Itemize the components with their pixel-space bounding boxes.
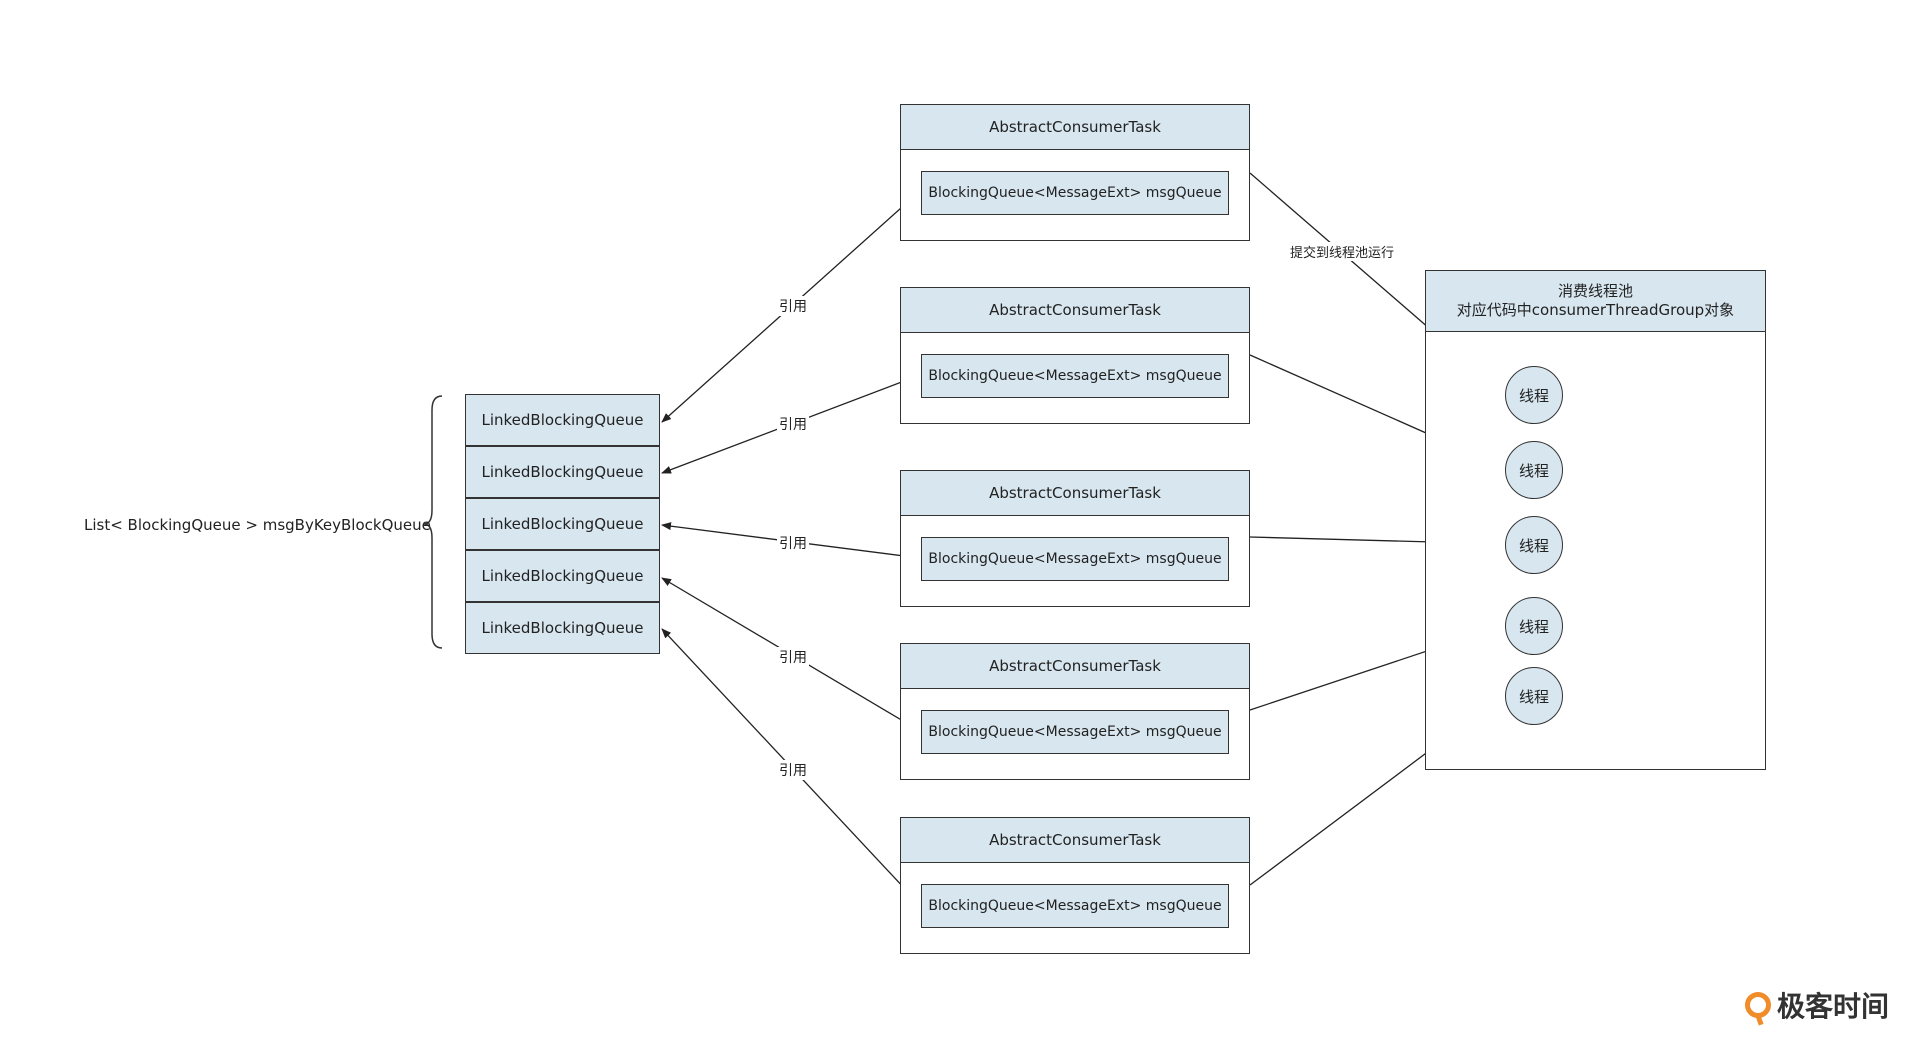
task-queue-field: BlockingQueue<MessageExt> msgQueue bbox=[921, 710, 1229, 754]
task-title: AbstractConsumerTask bbox=[901, 105, 1249, 150]
logo-text: 极客时间 bbox=[1777, 990, 1890, 1023]
list-brace bbox=[423, 395, 443, 649]
queue-cell: LinkedBlockingQueue bbox=[465, 550, 660, 602]
task-title: AbstractConsumerTask bbox=[901, 644, 1249, 689]
consumer-task-box: AbstractConsumerTask BlockingQueue<Messa… bbox=[900, 817, 1250, 954]
list-label: List< BlockingQueue > msgByKeyBlockQueue bbox=[84, 516, 431, 534]
logo-icon bbox=[1745, 992, 1771, 1018]
thread-pool-title: 消费线程池 bbox=[1557, 282, 1633, 300]
queue-cell: LinkedBlockingQueue bbox=[465, 498, 660, 550]
reference-label: 引用 bbox=[777, 414, 809, 434]
thread-pool-subtitle: 对应代码中consumerThreadGroup对象 bbox=[1456, 301, 1735, 319]
consumer-task-box: AbstractConsumerTask BlockingQueue<Messa… bbox=[900, 643, 1250, 780]
reference-label: 引用 bbox=[777, 533, 809, 553]
task-queue-field: BlockingQueue<MessageExt> msgQueue bbox=[921, 537, 1229, 581]
task-queue-field: BlockingQueue<MessageExt> msgQueue bbox=[921, 884, 1229, 928]
thread-pool-box: 消费线程池 对应代码中consumerThreadGroup对象 bbox=[1425, 270, 1766, 770]
reference-label: 引用 bbox=[777, 296, 809, 316]
reference-label: 引用 bbox=[777, 760, 809, 780]
thread-node: 线程 bbox=[1505, 441, 1563, 499]
task-title: AbstractConsumerTask bbox=[901, 471, 1249, 516]
consumer-task-box: AbstractConsumerTask BlockingQueue<Messa… bbox=[900, 287, 1250, 424]
queue-cell: LinkedBlockingQueue bbox=[465, 394, 660, 446]
task-queue-field: BlockingQueue<MessageExt> msgQueue bbox=[921, 171, 1229, 215]
queue-cell: LinkedBlockingQueue bbox=[465, 602, 660, 654]
thread-node: 线程 bbox=[1505, 597, 1563, 655]
logo: 极客时间 bbox=[1745, 985, 1889, 1025]
thread-node: 线程 bbox=[1505, 667, 1563, 725]
thread-node: 线程 bbox=[1505, 366, 1563, 424]
task-title: AbstractConsumerTask bbox=[901, 818, 1249, 863]
task-title: AbstractConsumerTask bbox=[901, 288, 1249, 333]
consumer-task-box: AbstractConsumerTask BlockingQueue<Messa… bbox=[900, 104, 1250, 241]
task-queue-field: BlockingQueue<MessageExt> msgQueue bbox=[921, 354, 1229, 398]
reference-label: 引用 bbox=[777, 647, 809, 667]
thread-node: 线程 bbox=[1505, 516, 1563, 574]
queue-cell: LinkedBlockingQueue bbox=[465, 446, 660, 498]
submit-label: 提交到线程池运行 bbox=[1288, 242, 1397, 261]
thread-pool-header: 消费线程池 对应代码中consumerThreadGroup对象 bbox=[1426, 271, 1765, 332]
consumer-task-box: AbstractConsumerTask BlockingQueue<Messa… bbox=[900, 470, 1250, 607]
